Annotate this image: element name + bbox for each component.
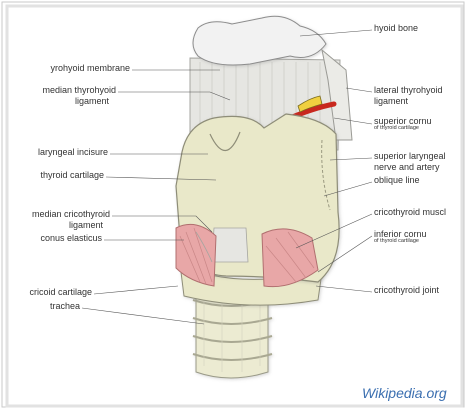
label-hyoid-bone: hyoid bone [374, 24, 418, 33]
label-cricoid-cartilage: cricoid cartilage [16, 288, 92, 297]
label-oblique-line: oblique line [374, 176, 420, 185]
label-conus-elasticus: conus elasticus [16, 234, 102, 243]
label-superior-cornu: superior cornu of thyroid cartilage [374, 117, 432, 132]
label-superior-cornu-sub: of thyroid cartilage [374, 126, 432, 132]
label-superior-laryngeal-1: superior laryngeal [374, 152, 446, 161]
label-superior-laryngeal-2: nerve and artery [374, 163, 440, 172]
credit-text: Wikipedia.org [362, 385, 447, 401]
label-median-cricothyroid-1: median cricothyroid [16, 210, 110, 219]
hyoid-bone [193, 16, 326, 65]
label-median-thyrohyoid-1: median thyrohyoid [16, 86, 116, 95]
label-cricothyroid-joint: cricothyroid joint [374, 286, 439, 295]
median-cricothyroid-ligament [212, 228, 248, 262]
label-lateral-thyrohyoid-2: ligament [374, 97, 408, 106]
label-inferior-cornu-sub: of thyroid cartilage [374, 239, 427, 245]
label-inferior-cornu: inferior cornu of thyroid cartilage [374, 230, 427, 245]
label-trachea: trachea [16, 302, 80, 311]
label-thyroid-cartilage: thyroid cartilage [16, 171, 104, 180]
label-thyrohyoid-membrane: yrohyoid membrane [16, 64, 130, 73]
label-laryngeal-incisure: laryngeal incisure [16, 148, 108, 157]
label-median-cricothyroid-2: ligament [16, 221, 103, 230]
label-lateral-thyrohyoid-1: lateral thyrohyoid [374, 86, 443, 95]
label-cricothyroid-muscle: cricothyroid muscl [374, 208, 446, 217]
label-median-thyrohyoid-2: ligament [16, 97, 109, 106]
